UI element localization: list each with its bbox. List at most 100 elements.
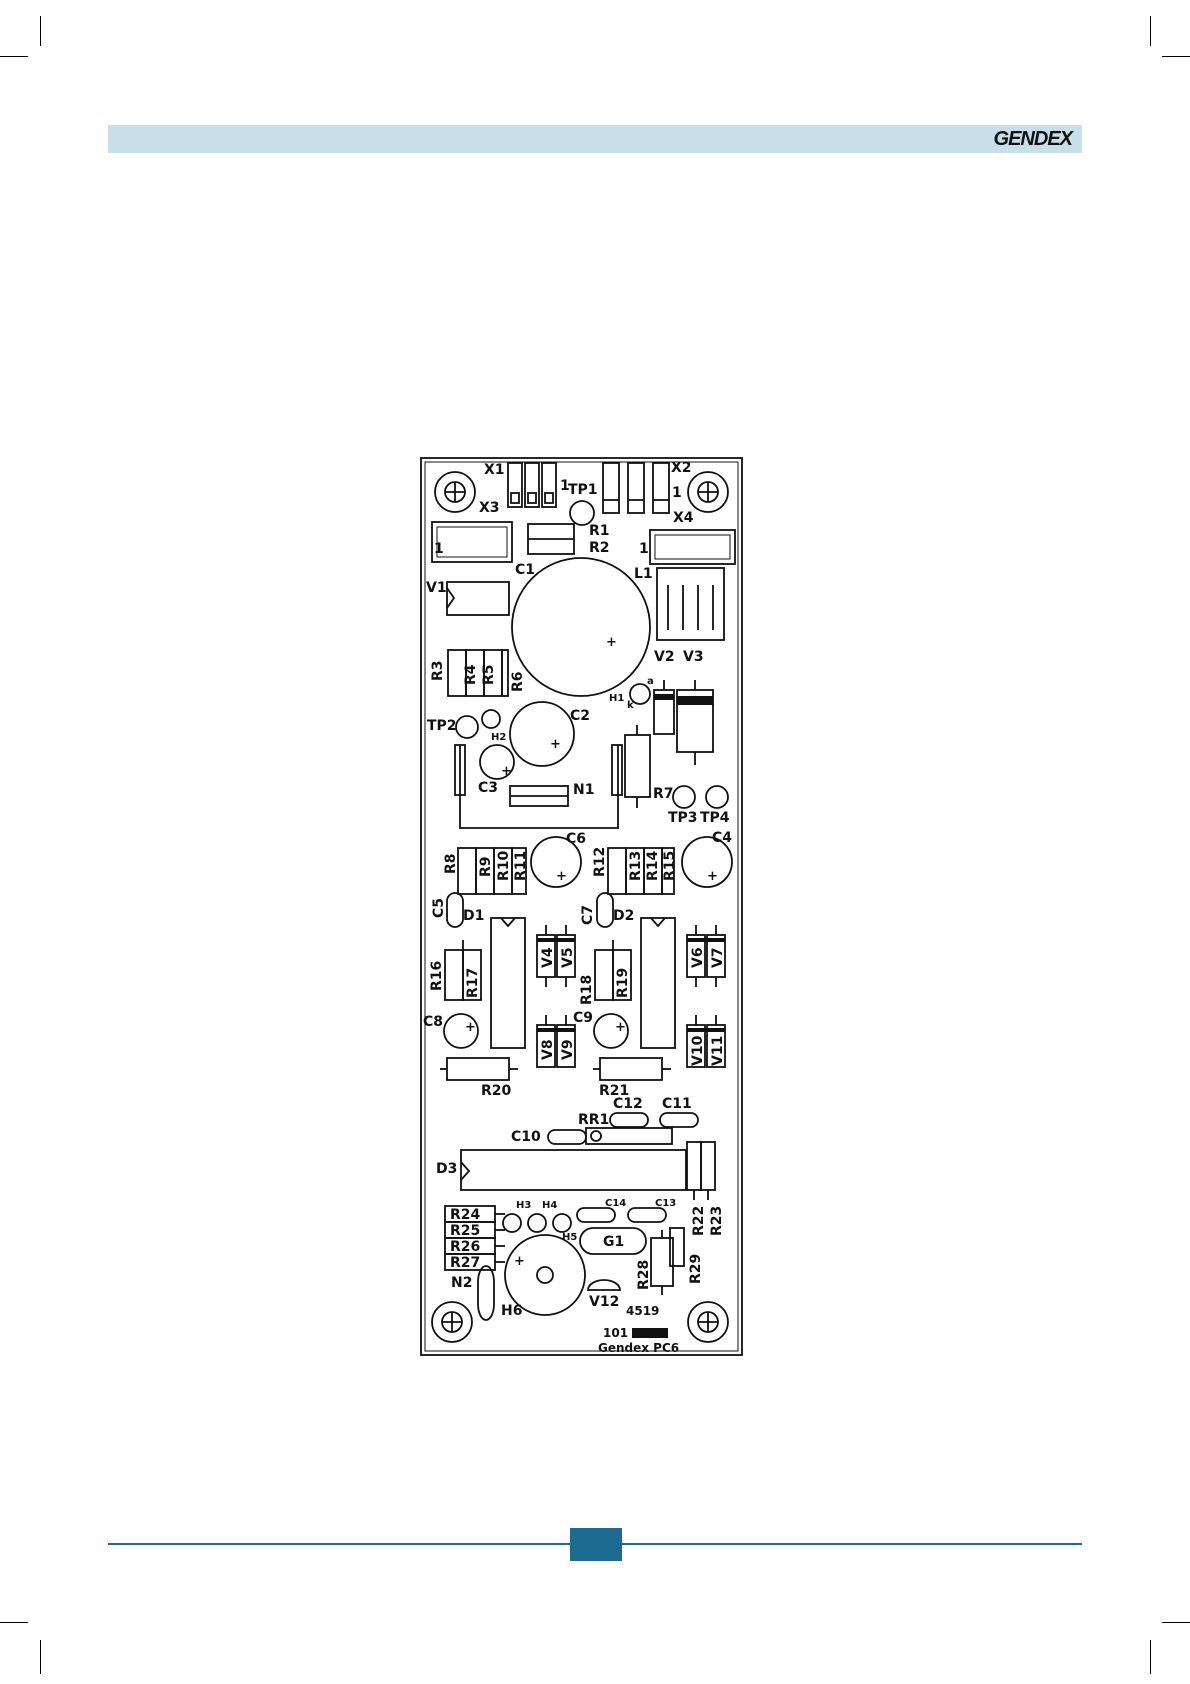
crop-mark — [1162, 56, 1190, 57]
label-r2: R2 — [589, 540, 610, 556]
diode-pair-v8-v9 — [536, 1015, 576, 1068]
polarity-mark: + — [501, 764, 512, 779]
crystal-g1 — [579, 1227, 647, 1255]
mounting-hole — [687, 1301, 729, 1343]
regulator-n1 — [454, 744, 623, 829]
resistor-r22 — [686, 1141, 702, 1191]
connector-x4 — [649, 529, 736, 565]
board-outline-inner — [424, 461, 739, 1352]
label-c8: C8 — [423, 1014, 443, 1030]
polarity-mark: + — [707, 869, 718, 884]
capacitor-c7 — [596, 892, 614, 928]
label-v6: V6 — [690, 947, 706, 968]
label-r28: R28 — [636, 1260, 652, 1290]
test-point-tp1 — [569, 500, 595, 526]
crop-mark — [1150, 1640, 1151, 1674]
polarity-mark: + — [615, 1020, 626, 1035]
polarity-mark: + — [556, 869, 567, 884]
label-c7: C7 — [580, 905, 596, 925]
label-pin1: 1 — [560, 478, 570, 494]
label-r26: R26 — [450, 1239, 480, 1255]
mounting-hole — [431, 1301, 473, 1343]
label-x2: X2 — [671, 460, 692, 476]
ic-right — [640, 917, 676, 1049]
resistor-r23 — [700, 1141, 716, 1191]
label-c11: C11 — [662, 1096, 692, 1112]
capacitor-c5 — [446, 892, 464, 928]
silkscreen-name: Gendex PC6 — [598, 1341, 679, 1355]
label-r5: R5 — [481, 664, 497, 685]
label-r24: R24 — [450, 1207, 481, 1223]
label-d1: D1 — [463, 908, 484, 924]
label-r23: R23 — [709, 1206, 725, 1236]
led-h5 — [552, 1213, 572, 1233]
label-r15: R15 — [662, 851, 678, 881]
connector-x2 — [602, 462, 670, 514]
label-n1: N1 — [573, 782, 594, 798]
label-d3: D3 — [436, 1161, 457, 1177]
label-c10: C10 — [511, 1129, 541, 1145]
label-r20: R20 — [481, 1083, 512, 1099]
polarity-mark: + — [606, 635, 617, 650]
capacitor-c14 — [576, 1207, 616, 1223]
label-c2: C2 — [570, 708, 590, 724]
label-c9: C9 — [573, 1010, 593, 1026]
label-r22: R22 — [691, 1206, 707, 1236]
resistor-bank-r8-r11 — [457, 847, 527, 895]
label-v8: V8 — [540, 1039, 556, 1060]
resistor-bank-r24-r27 — [444, 1205, 505, 1271]
label-v5: V5 — [560, 947, 576, 968]
label-r18: R18 — [579, 975, 595, 1005]
transistor-v12 — [587, 1279, 621, 1291]
capacitor-c13 — [627, 1207, 667, 1223]
label-tp1: TP1 — [568, 482, 598, 498]
resistor-network-rr1 — [585, 1127, 673, 1145]
label-rr1: RR1 — [578, 1112, 609, 1128]
label-c12: C12 — [613, 1096, 643, 1112]
resistor-r20 — [446, 1057, 510, 1081]
led-h2 — [481, 709, 501, 729]
label-v2: V2 — [654, 649, 675, 665]
resistor-bank-r12-r15 — [607, 847, 675, 895]
test-point-tp4 — [705, 785, 729, 809]
label-r4: R4 — [463, 664, 479, 685]
header-band: GENDEX — [108, 125, 1082, 153]
led-h4 — [527, 1213, 547, 1233]
polarity-mark: + — [465, 1020, 476, 1035]
diode-array-d3 — [460, 1149, 687, 1191]
label-x4: X4 — [673, 510, 694, 526]
diode-pair-v10-v11 — [686, 1015, 726, 1068]
label-g1: G1 — [603, 1234, 624, 1250]
crop-mark — [40, 1640, 41, 1674]
label-h2: H2 — [491, 732, 506, 743]
label-r21: R21 — [599, 1083, 629, 1099]
label-h4: H4 — [542, 1200, 557, 1211]
label-r25: R25 — [450, 1223, 480, 1239]
label-r12: R12 — [592, 847, 608, 877]
crop-mark — [0, 56, 28, 57]
crop-mark — [40, 16, 41, 46]
label-pin1: 1 — [639, 541, 649, 557]
label-r16: R16 — [429, 961, 445, 991]
label-r10: R10 — [496, 850, 512, 881]
capacitor-c8 — [443, 1013, 479, 1049]
label-v10: V10 — [690, 1035, 706, 1066]
label-tp3: TP3 — [668, 810, 698, 826]
label-r14: R14 — [645, 850, 661, 881]
test-point-tp3 — [672, 785, 696, 809]
label-r11: R11 — [513, 851, 529, 881]
label-v9: V9 — [560, 1039, 576, 1060]
label-r6: R6 — [510, 671, 526, 692]
label-v12: V12 — [589, 1294, 619, 1310]
capacitor-c10 — [547, 1129, 587, 1145]
label-x1: X1 — [484, 462, 505, 478]
label-r13: R13 — [628, 851, 644, 881]
capacitor-c6 — [530, 836, 582, 888]
capacitor-c1 — [511, 557, 651, 697]
capacitor-c4 — [681, 836, 733, 888]
resistor-pair-r16-r17 — [444, 940, 482, 1001]
capacitor-c12 — [609, 1112, 649, 1128]
silkscreen-number: 4519 — [626, 1304, 659, 1318]
crop-mark — [1162, 1622, 1190, 1623]
